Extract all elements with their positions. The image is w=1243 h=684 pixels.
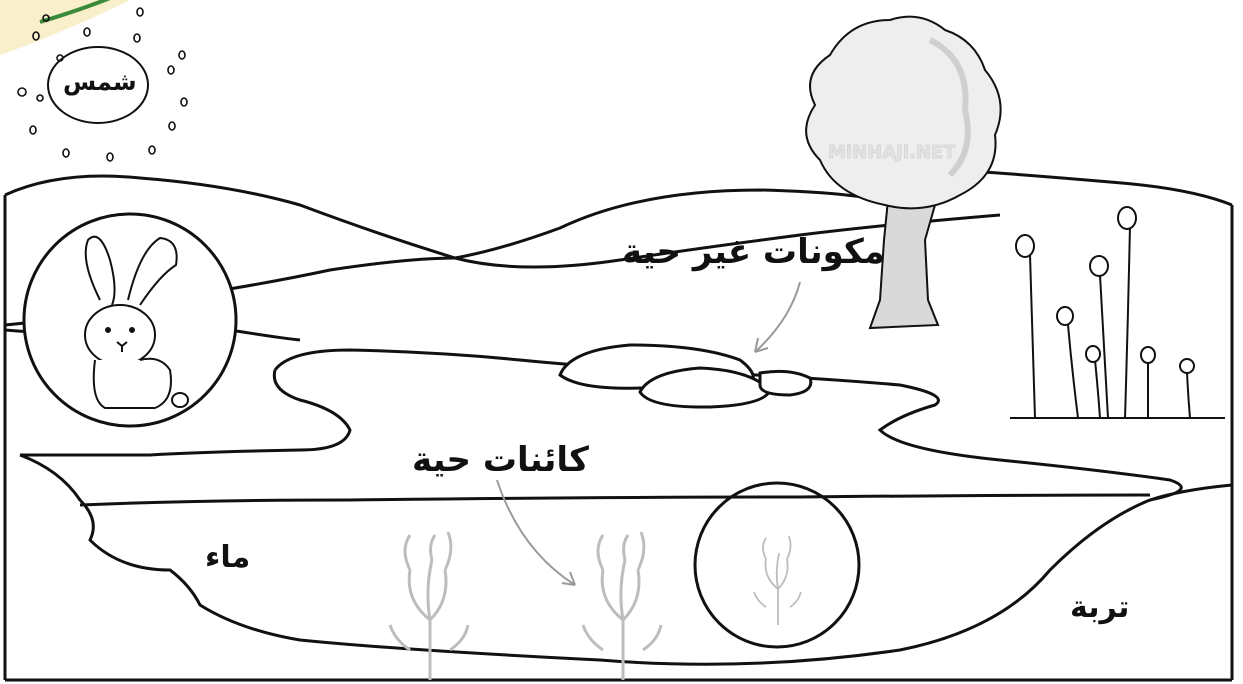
watermark: MiNHAJi.NET (828, 142, 956, 163)
arrow-non-living (755, 282, 800, 352)
soil-label: تربة (1070, 590, 1129, 625)
living-label: كائنات حية (412, 440, 589, 480)
sun-label: شمس (63, 68, 137, 96)
arrow-living (497, 480, 575, 585)
flowers-icon (1010, 207, 1225, 418)
tree-icon (806, 17, 1001, 328)
non-living-label: مكونات غير حية (622, 232, 885, 272)
rabbit-icon (24, 214, 236, 426)
water-label: ماء (205, 540, 250, 575)
coral-icon (390, 532, 801, 680)
rock-icon (560, 345, 811, 407)
